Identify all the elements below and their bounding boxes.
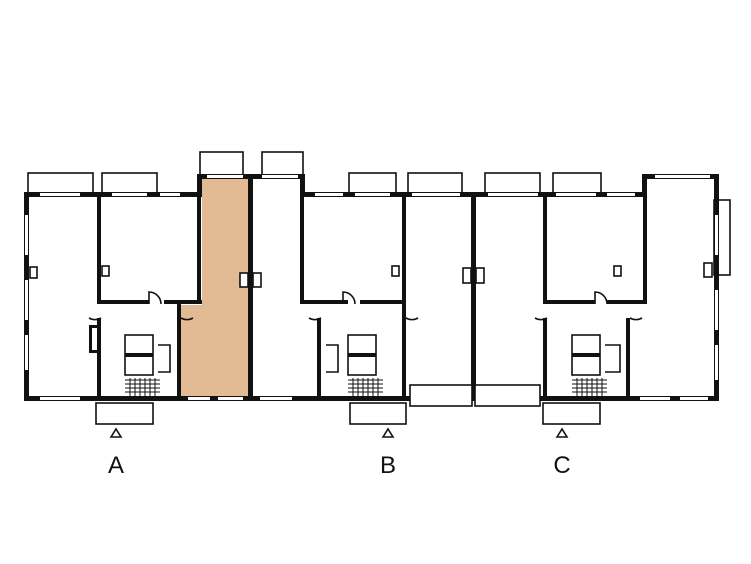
- interior-walls: [89, 178, 647, 398]
- stairwell-a: [124, 334, 171, 396]
- entrance-label-a: A: [108, 452, 124, 479]
- triangle-up-icon: [555, 427, 569, 438]
- entrance-label-c: C: [553, 452, 570, 479]
- balconies-bottom: [95, 384, 601, 425]
- entrance-b[interactable]: B: [380, 427, 396, 479]
- entrance-a[interactable]: A: [108, 427, 124, 479]
- outer-walls: [24, 174, 719, 401]
- stairwell-b: [326, 334, 383, 396]
- balconies-top: [27, 151, 731, 276]
- triangle-up-icon: [381, 427, 395, 438]
- doors: [88, 291, 643, 321]
- entrance-label-b: B: [380, 452, 396, 479]
- windows: [25, 175, 718, 400]
- entrance-c[interactable]: C: [553, 427, 571, 479]
- wall-niches: [29, 262, 713, 288]
- triangle-up-icon: [109, 427, 123, 438]
- highlighted-apartment[interactable]: [180, 178, 248, 398]
- stairwell-c: [571, 334, 621, 396]
